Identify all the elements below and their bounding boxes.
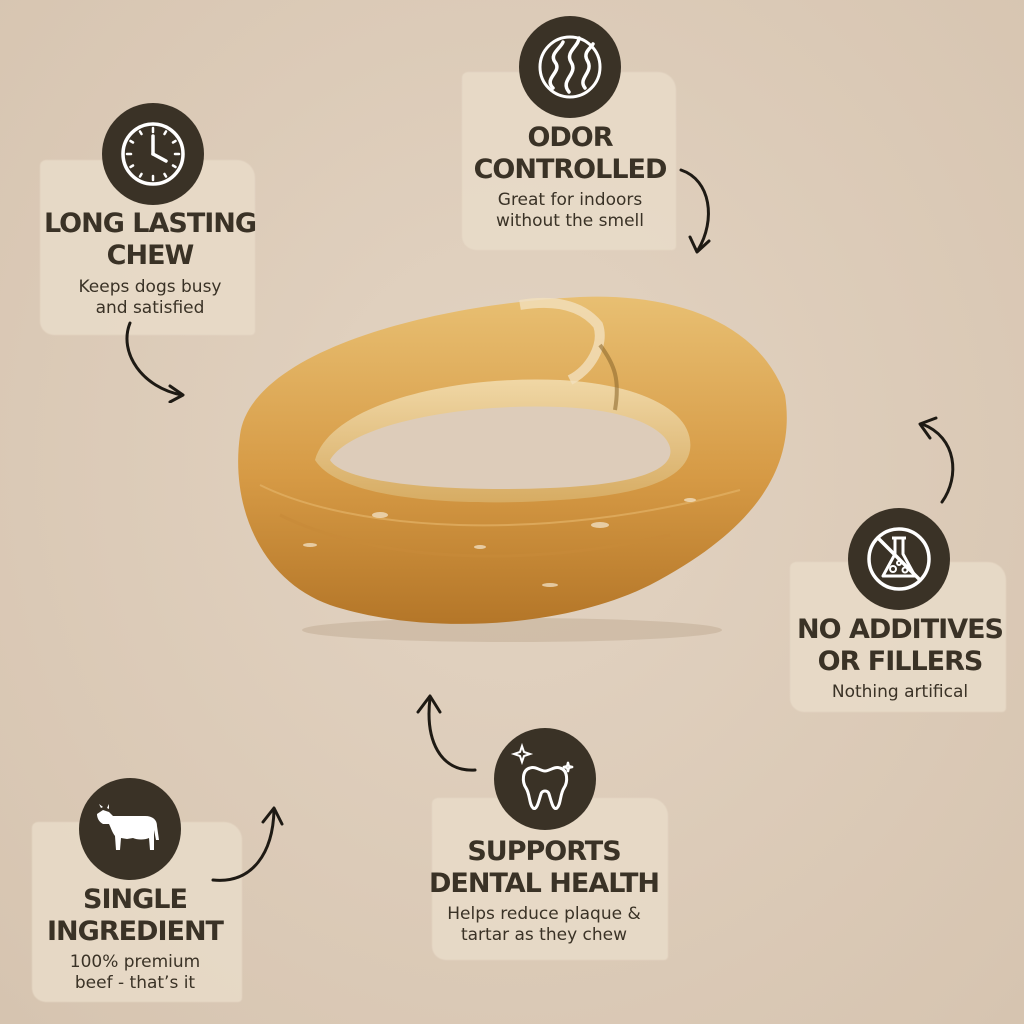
dental-badge — [494, 728, 596, 830]
single-ingredient-desc-line2: beef - that’s it — [74, 973, 196, 993]
no-additives-title-line1: NO ADDITIVES — [797, 614, 1004, 645]
dental-desc-line1: Helps reduce plaque & — [447, 904, 641, 924]
odor-title-line2: CONTROLLED — [473, 154, 668, 185]
no-additives-desc-line1: Nothing artifical — [831, 682, 969, 702]
dental-title-line2: DENTAL HEALTH — [429, 868, 660, 899]
dental-title-line1: SUPPORTS — [467, 836, 621, 867]
no-chemicals-flask-icon — [867, 527, 931, 591]
cow-icon — [97, 804, 159, 850]
arrow-single-ingredient — [211, 806, 284, 882]
arrow-odor — [679, 168, 711, 254]
arrow-long-lasting — [125, 321, 185, 403]
odor-waves-icon — [538, 35, 602, 99]
beef-ring-chew-image — [238, 296, 787, 642]
no-additives-badge — [848, 508, 950, 610]
single-ingredient-badge — [79, 778, 181, 880]
long-lasting-badge — [102, 103, 204, 205]
single-ingredient-title-line1: SINGLE — [83, 884, 188, 915]
clock-icon — [121, 122, 185, 186]
long-lasting-title-line2: CHEW — [106, 240, 195, 271]
arrow-no-additives — [918, 416, 955, 504]
long-lasting-title-line1: LONG LASTING — [43, 208, 257, 239]
single-ingredient-title-line2: INGREDIENT — [47, 916, 224, 947]
odor-badge — [519, 16, 621, 118]
odor-title-line1: ODOR — [527, 122, 613, 153]
odor-desc-line2: without the smell — [496, 211, 644, 231]
long-lasting-desc-line2: and satisfied — [95, 298, 205, 318]
arrow-dental — [416, 694, 477, 772]
sparkling-tooth-icon — [510, 742, 574, 811]
no-additives-title-line2: OR FILLERS — [817, 646, 984, 677]
dental-desc-line2: tartar as they chew — [460, 925, 628, 945]
long-lasting-desc-line1: Keeps dogs busy — [78, 277, 222, 297]
single-ingredient-desc-line1: 100% premium — [69, 952, 201, 972]
odor-desc-line1: Great for indoors — [497, 190, 643, 210]
